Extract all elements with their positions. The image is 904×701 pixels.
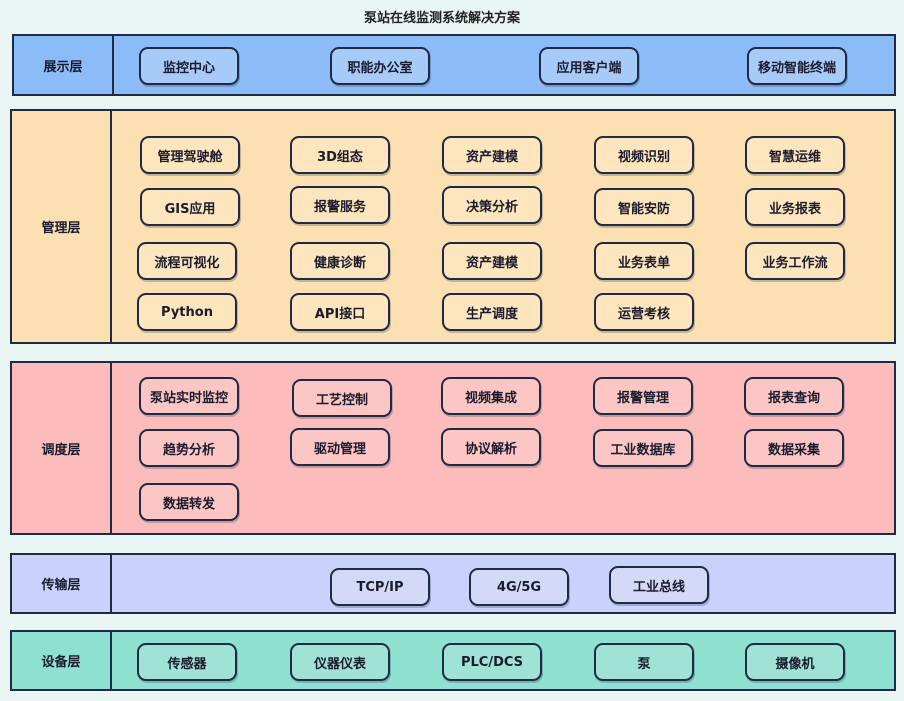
node-box: 报表查询 bbox=[744, 377, 844, 415]
node-box: PLC/DCS bbox=[442, 643, 542, 681]
layer-label: 展示层 bbox=[14, 36, 114, 94]
node-box: 视频识别 bbox=[594, 136, 694, 174]
node-box: 健康诊断 bbox=[290, 242, 390, 280]
node-box: 数据转发 bbox=[139, 483, 239, 521]
diagram-title: 泵站在线监测系统解决方案 bbox=[363, 11, 520, 26]
node-box: 趋势分析 bbox=[139, 429, 239, 467]
node-box: 工艺控制 bbox=[292, 379, 392, 417]
node-box: 工业数据库 bbox=[593, 429, 693, 467]
node-box: 资产建模 bbox=[442, 136, 542, 174]
layer-device: 设备层 传感器 仪器仪表 PLC/DCS 泵 摄像机 bbox=[10, 630, 896, 691]
node-box: 工业总线 bbox=[609, 566, 709, 604]
node-box: 传感器 bbox=[137, 643, 237, 681]
layer-label: 管理层 bbox=[12, 111, 112, 342]
layer-dispatch: 调度层 泵站实时监控 工艺控制 视频集成 报警管理 报表查询 趋势分析 驱动管理… bbox=[10, 361, 896, 535]
node-box: 流程可视化 bbox=[137, 242, 237, 280]
node-box: 报警服务 bbox=[290, 186, 390, 224]
node-box: 应用客户端 bbox=[539, 47, 639, 85]
node-box: API接口 bbox=[290, 293, 390, 331]
node-box: 协议解析 bbox=[441, 428, 541, 466]
node-box: 泵站实时监控 bbox=[139, 377, 239, 415]
node-box: 业务报表 bbox=[745, 188, 845, 226]
node-box: 运营考核 bbox=[594, 293, 694, 331]
node-box: 管理驾驶舱 bbox=[140, 136, 240, 174]
node-box: 仪器仪表 bbox=[290, 643, 390, 681]
node-box: 移动智能终端 bbox=[747, 47, 847, 85]
node-box: 4G/5G bbox=[469, 568, 569, 606]
layer-transmit: 传输层 TCP/IP 4G/5G 工业总线 bbox=[10, 553, 896, 614]
node-box: 泵 bbox=[594, 643, 694, 681]
node-box: 驱动管理 bbox=[290, 428, 390, 466]
node-box: 摄像机 bbox=[745, 643, 845, 681]
node-box: 资产建模 bbox=[442, 242, 542, 280]
layer-label: 调度层 bbox=[12, 363, 112, 533]
node-box: TCP/IP bbox=[330, 568, 430, 606]
node-box: 智慧运维 bbox=[745, 136, 845, 174]
node-box: GIS应用 bbox=[140, 188, 240, 226]
node-box: 职能办公室 bbox=[330, 47, 430, 85]
node-box: 决策分析 bbox=[442, 186, 542, 224]
layer-manage: 管理层 管理驾驶舱 3D组态 资产建模 视频识别 智慧运维 GIS应用 报警服务… bbox=[10, 109, 896, 344]
node-box: 视频集成 bbox=[441, 377, 541, 415]
node-box: 智能安防 bbox=[594, 188, 694, 226]
layer-display: 展示层 监控中心 职能办公室 应用客户端 移动智能终端 bbox=[12, 34, 896, 96]
node-box: 报警管理 bbox=[593, 377, 693, 415]
node-box: 业务表单 bbox=[594, 242, 694, 280]
layer-label: 传输层 bbox=[12, 555, 112, 612]
node-box: 监控中心 bbox=[139, 47, 239, 85]
node-box: 生产调度 bbox=[442, 293, 542, 331]
layer-label: 设备层 bbox=[12, 632, 112, 689]
node-box: Python bbox=[137, 293, 237, 331]
node-box: 业务工作流 bbox=[745, 242, 845, 280]
node-box: 数据采集 bbox=[744, 429, 844, 467]
node-box: 3D组态 bbox=[290, 136, 390, 174]
